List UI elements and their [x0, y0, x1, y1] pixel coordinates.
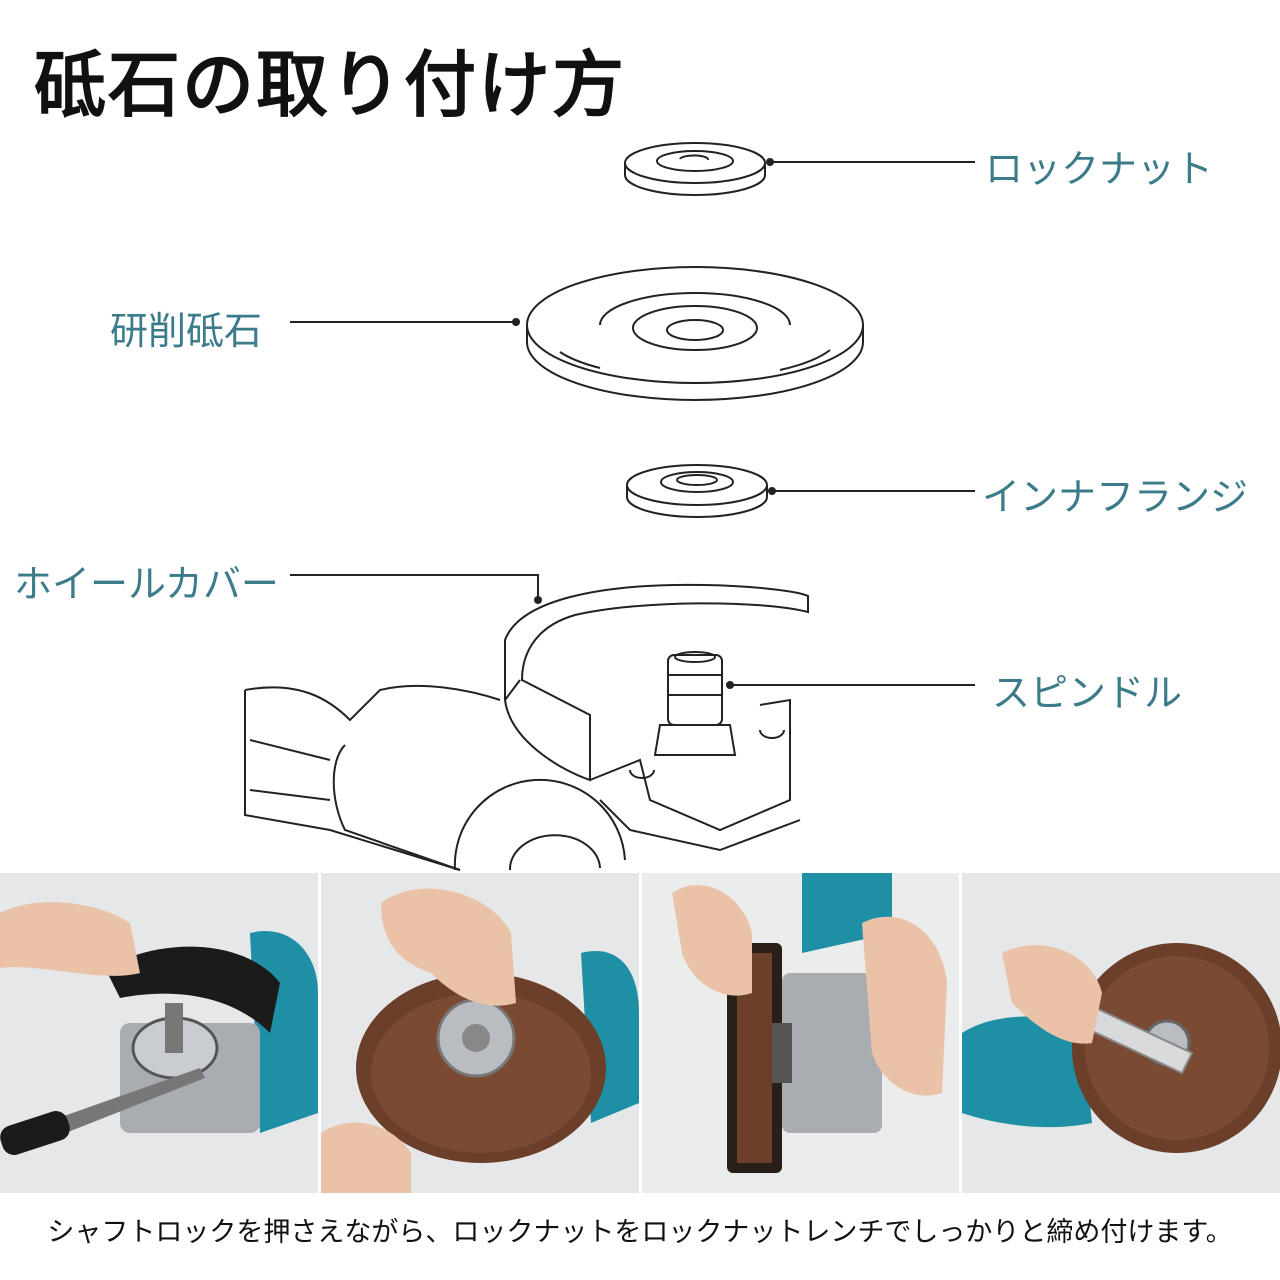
inner-flange-label: インナフランジ: [982, 475, 1249, 519]
wrench-icon: [962, 873, 1280, 1193]
screwdriver-icon: [0, 873, 318, 1193]
grinding-wheel-label: 研削砥石: [110, 309, 263, 353]
lock-nut-label: ロックナット: [985, 147, 1214, 191]
leader-lines: [290, 161, 975, 686]
lock-nut-drawing: [624, 142, 766, 196]
photo-strip: [0, 873, 1280, 1193]
wheel-cover-drawing: [504, 583, 809, 782]
photo-step-4: [962, 873, 1280, 1193]
grinder-body-drawing: [244, 684, 801, 871]
wheel-cover-label: ホイールカバー: [14, 562, 279, 606]
spindle-label: スピンドル: [992, 671, 1183, 715]
photo-step-3: [641, 873, 960, 1193]
inner-flange-drawing: [626, 464, 768, 518]
photo-step-2: [320, 873, 639, 1193]
photo-step-1: [0, 873, 318, 1193]
caption: シャフトロックを押さえながら、ロックナットをロックナットレンチでしっかりと締め付…: [47, 1217, 1233, 1248]
exploded-diagram: [244, 142, 975, 871]
spindle-drawing: [653, 651, 737, 756]
page-title: 砥石の取り付け方: [34, 43, 627, 127]
hand-icon: [320, 873, 639, 1193]
grinding-wheel-drawing: [526, 266, 864, 401]
hand-icon: [641, 873, 960, 1193]
